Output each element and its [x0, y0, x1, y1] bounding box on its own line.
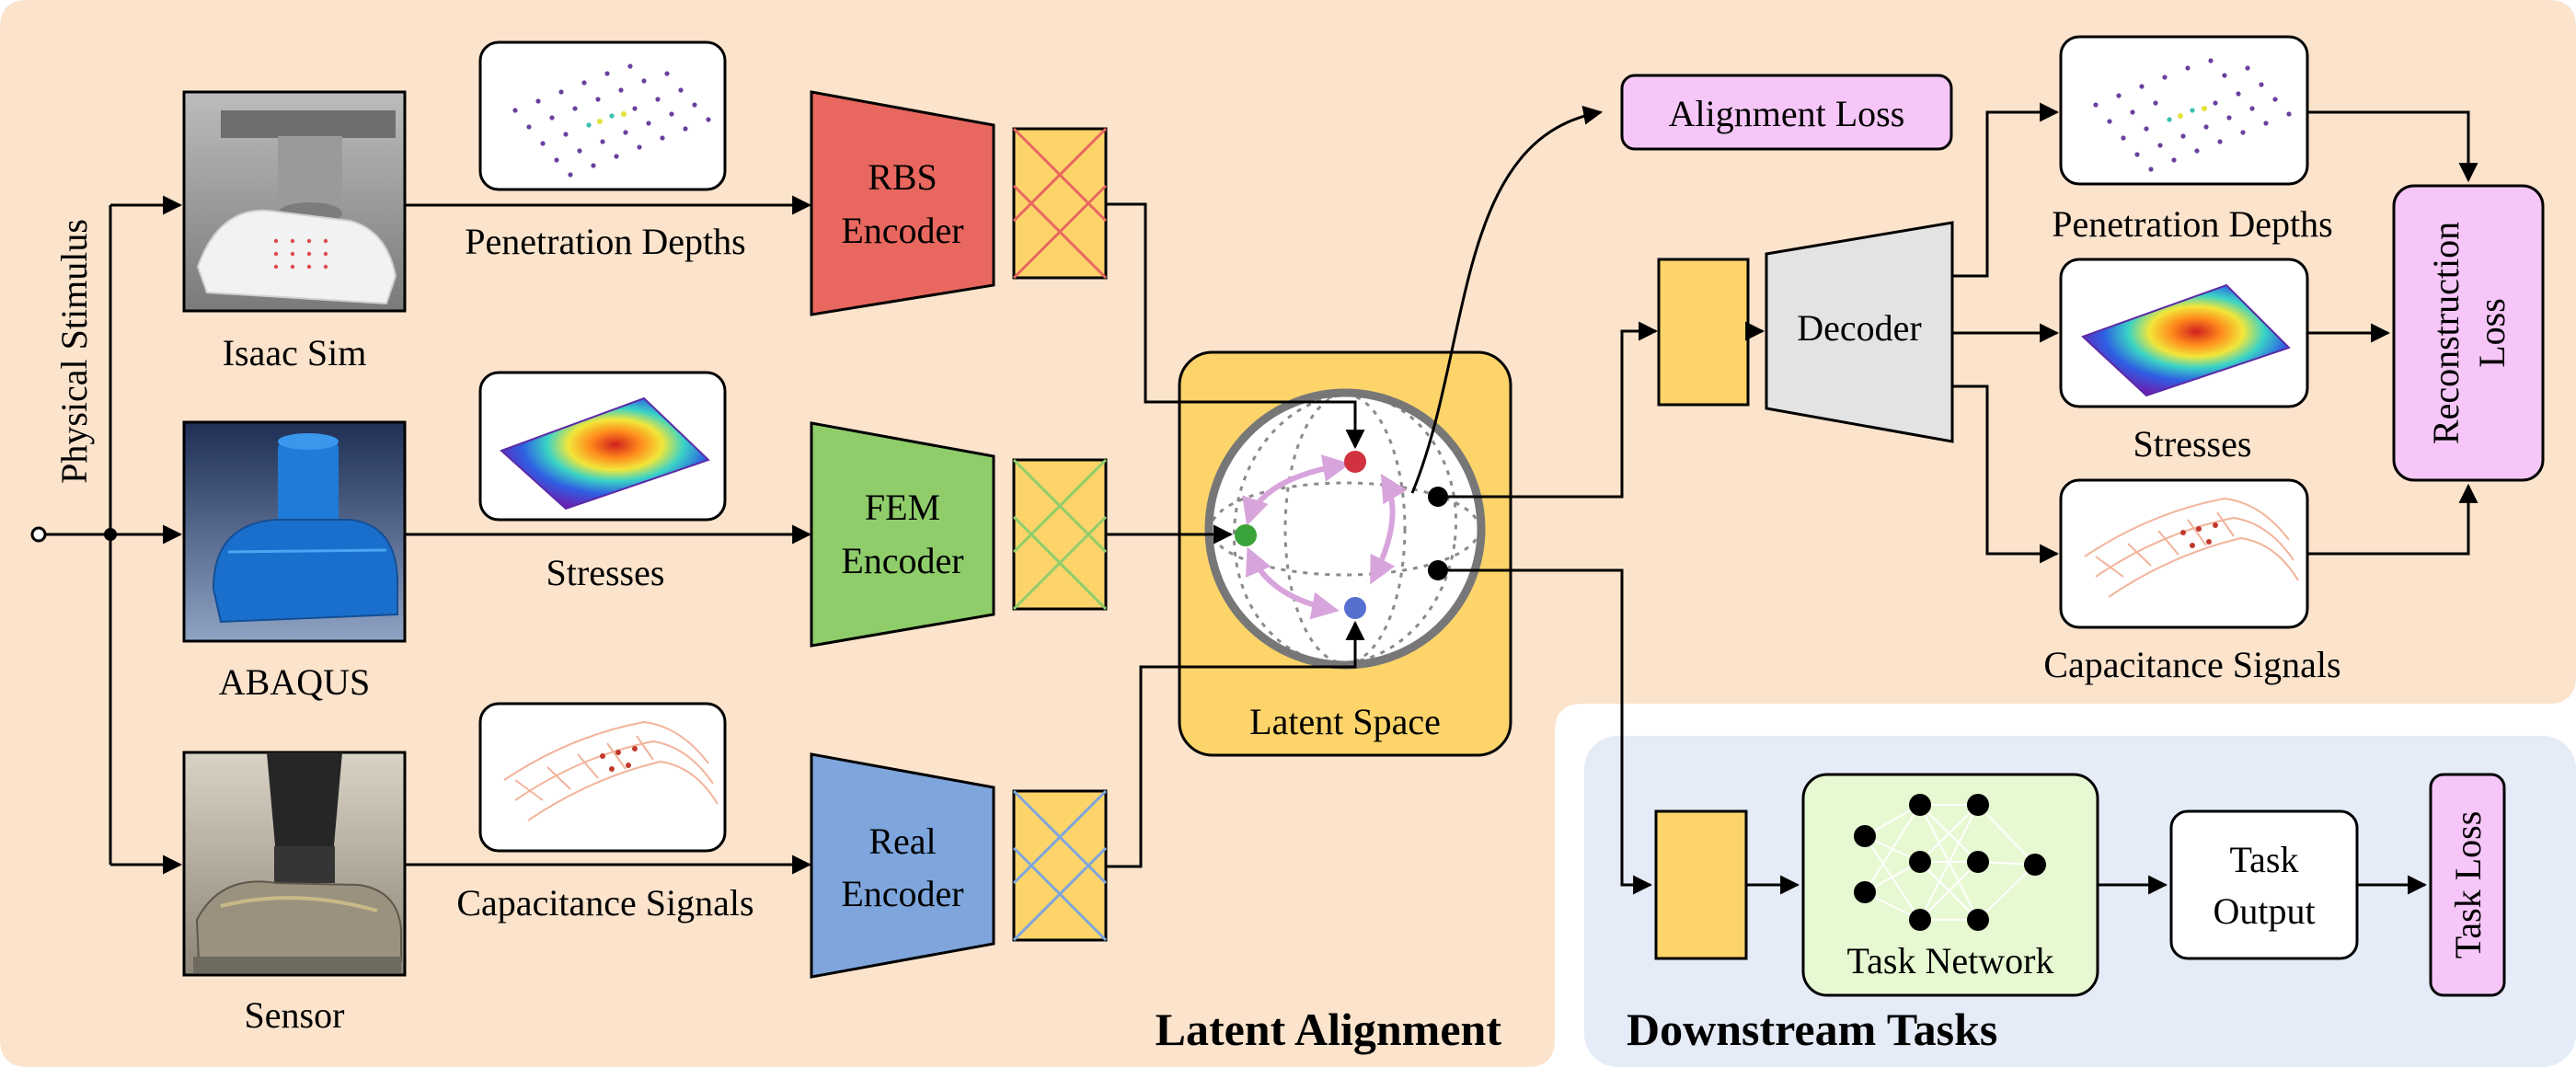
fem-encoder: FEM Encoder [810, 421, 995, 648]
latent-space-label: Latent Space [1249, 701, 1441, 742]
output-label-penetration-depths: Penetration Depths [2052, 203, 2333, 245]
sensor-image [182, 751, 407, 977]
task-sample-point [1428, 560, 1448, 580]
sensor-label: Sensor [245, 994, 345, 1036]
decoder-input-embedding [1657, 258, 1750, 407]
task-loss-label: Task Loss [2447, 811, 2489, 959]
task-loss-box: Task Loss [2429, 773, 2506, 997]
downstream-tasks-title: Downstream Tasks [1627, 1004, 1997, 1055]
modality-label-penetration-depths: Penetration Depths [465, 221, 746, 262]
alignment-loss-box [1620, 74, 1953, 151]
task-network-box: Task Network [1801, 773, 2099, 997]
rbs-embedding [1012, 127, 1108, 280]
latent-alignment-title: Latent Alignment [1156, 1004, 1502, 1055]
real-latent-point [1344, 597, 1366, 619]
stresses-thumbnail [478, 371, 727, 522]
output-stresses-thumbnail [2059, 258, 2309, 408]
isaac-sim-image [182, 90, 407, 313]
svg-text:Real: Real [868, 820, 936, 862]
output-label-capacitance-signals: Capacitance Signals [2043, 644, 2340, 685]
penetration-depths-thumbnail [478, 40, 727, 191]
decoder: Decoder [1765, 221, 1954, 443]
modality-label-stresses: Stresses [546, 552, 665, 593]
svg-text:Encoder: Encoder [841, 210, 963, 251]
output-label-stresses: Stresses [2133, 423, 2252, 465]
modality-label-capacitance-signals: Capacitance Signals [456, 882, 753, 924]
fem-latent-point [1235, 524, 1257, 546]
svg-text:FEM: FEM [865, 487, 940, 528]
task-output-box: Task Output [2169, 809, 2359, 960]
isaac-sim-label: Isaac Sim [223, 332, 367, 373]
svg-text:Encoder: Encoder [841, 540, 963, 581]
fem-embedding [1012, 458, 1108, 611]
svg-text:RBS: RBS [868, 156, 937, 198]
output-capacitance-signals-thumbnail [2059, 478, 2309, 629]
svg-text:Reconstruction: Reconstruction [2425, 222, 2467, 444]
decoder-label: Decoder [1797, 307, 1921, 349]
physical-stimulus: Physical Stimulus [30, 195, 183, 875]
svg-text:Encoder: Encoder [841, 873, 963, 914]
capacitance-signals-thumbnail [478, 702, 727, 853]
rbs-encoder: RBS Encoder [810, 90, 995, 316]
decoder-sample-point [1428, 487, 1448, 507]
stimulus-input-terminal [30, 526, 47, 543]
svg-text:Task: Task [2230, 839, 2299, 880]
task-network-label: Task Network [1847, 940, 2054, 981]
svg-text:Output: Output [2213, 890, 2315, 932]
output-penetration-depths-thumbnail [2059, 35, 2309, 186]
abaqus-label: ABAQUS [219, 661, 370, 703]
physical-stimulus-label: Physical Stimulus [53, 219, 95, 484]
real-encoder: Real Encoder [810, 752, 995, 979]
abaqus-image [182, 420, 407, 643]
task-input-embedding [1654, 809, 1748, 960]
reconstruction-loss-box: Reconstruction Loss [2392, 184, 2545, 482]
rbs-latent-point [1344, 451, 1366, 473]
real-embedding [1012, 789, 1108, 942]
svg-text:Loss: Loss [2471, 298, 2513, 368]
latent-sphere [1204, 388, 1486, 670]
alignment-loss-label: Alignment Loss [1669, 93, 1905, 134]
